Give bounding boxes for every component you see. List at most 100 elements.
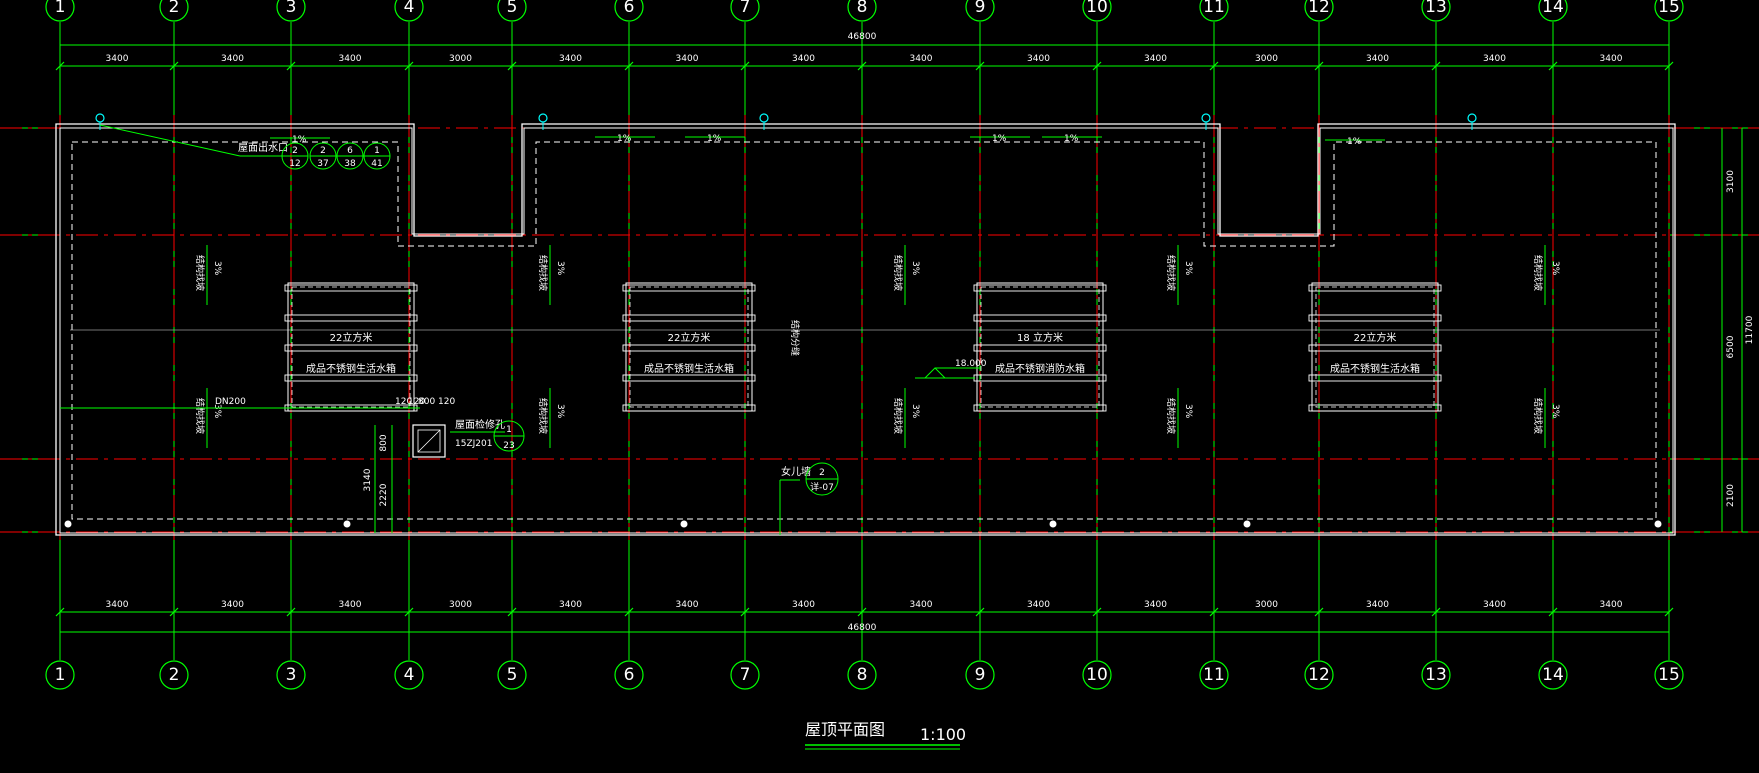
top-span-dim-tick-4	[507, 61, 517, 71]
top-span-dim-value-13: 3400	[1600, 54, 1623, 64]
tank-support-beam-3	[622, 374, 756, 382]
bottom-span-dim-tick-0	[55, 607, 65, 617]
bottom-span-dim-value-8: 3400	[1027, 600, 1050, 610]
axis-label-bottom-8: 8	[857, 665, 868, 685]
top-span-dim-tick-9	[1092, 61, 1102, 71]
outlet-ref-bottom-3: 41	[371, 159, 382, 169]
roof-drain-dot-5	[1654, 520, 1662, 528]
structure-slope-label: 结构找坡	[1532, 398, 1544, 434]
axis-bubble-top-6	[614, 0, 644, 22]
structure-slope-label: 结构找坡	[537, 255, 549, 291]
roof-hatch-ref: 15ZJ201	[455, 439, 492, 449]
roof-outlet-leader	[99, 124, 241, 157]
top-span-dim-tick-2	[286, 61, 296, 71]
axis-bubble-bottom-9	[965, 660, 995, 690]
axis-label-top-14: 14	[1542, 0, 1564, 17]
bottom-span-dim-value-9: 3400	[1144, 600, 1167, 610]
slope-label-0: 1%	[292, 135, 307, 145]
tank-support-beam-0	[973, 284, 1107, 292]
axis-label-top-12: 12	[1308, 0, 1330, 17]
dn-label: DN200	[215, 397, 246, 407]
axis-label-top-11: 11	[1203, 0, 1225, 17]
outlet-ref-bottom-0: 12	[289, 159, 300, 169]
axis-bubble-top-3	[276, 0, 306, 22]
structure-slope-label: 结构找坡	[1532, 255, 1544, 291]
structure-slope-label: 结构找坡	[1165, 398, 1177, 434]
tank-volume: 22立方米	[1354, 331, 1397, 344]
structure-slope-pct: 3%	[212, 261, 222, 276]
structure-slope-pct: 3%	[1550, 261, 1560, 276]
center-label: 结构分缝	[789, 320, 801, 356]
structure-slope-pct: 3%	[555, 261, 565, 276]
top-span-dim-value-11: 3400	[1366, 54, 1389, 64]
axis-bubble-bottom-13	[1421, 660, 1451, 690]
slope-label-1: 1%	[617, 134, 632, 144]
structure-slope-label: 结构找坡	[892, 255, 904, 291]
axis-label-bottom-5: 5	[507, 665, 518, 685]
outlet-ref-top-2: 6	[347, 146, 353, 156]
top-span-dim-tick-13	[1548, 61, 1558, 71]
structure-slope-8: 结构找坡 3%	[1532, 245, 1560, 305]
structure-slope-label: 结构找坡	[537, 398, 549, 434]
tank-name: 成品不锈钢生活水箱	[306, 362, 396, 375]
tank-inner-dashed	[1315, 286, 1435, 408]
top-span-dim-value-7: 3400	[910, 54, 933, 64]
hole-dim-c: 120	[438, 397, 455, 407]
elevation-label: 18.000	[955, 359, 987, 369]
top-span-dim-tick-12	[1431, 61, 1441, 71]
tank-support-beam-2	[622, 344, 756, 352]
slope-label-4: 1%	[1064, 134, 1079, 144]
parapet-dim-label: 120	[395, 397, 412, 407]
tank-volume: 22立方米	[330, 331, 373, 344]
left-dim-1: 2220	[379, 483, 389, 506]
right-dim-value-2: 2100	[1726, 484, 1736, 507]
axis-bubble-bottom-6	[614, 660, 644, 690]
tank-volume: 18 立方米	[1017, 331, 1063, 344]
axis-bubble-top-8	[847, 0, 877, 22]
rain-outlet-icon-2	[759, 113, 769, 123]
structure-slope-7: 结构找坡 3%	[1165, 388, 1193, 448]
axis-bubble-bottom-12	[1304, 660, 1334, 690]
bottom-span-dim-tick-11	[1314, 607, 1324, 617]
top-span-dim-tick-11	[1314, 61, 1324, 71]
bottom-span-dim-value-5: 3400	[676, 600, 699, 610]
structure-slope-pct: 3%	[1183, 404, 1193, 419]
left-dim-2: 3140	[363, 468, 373, 491]
tank-support-beam-2	[284, 344, 418, 352]
parapet-detail-bottom: 详-07	[810, 481, 834, 493]
top-span-dim-value-6: 3400	[792, 54, 815, 64]
bottom-span-dim-tick-6	[740, 607, 750, 617]
structure-slope-label: 结构找坡	[1165, 255, 1177, 291]
hatch-detail-bottom: 23	[503, 441, 514, 451]
axis-label-bottom-4: 4	[404, 665, 415, 685]
structure-slope-pct: 3%	[555, 404, 565, 419]
bottom-span-dim-value-3: 3000	[449, 600, 472, 610]
top-total-dim: 46800	[848, 32, 877, 42]
top-span-dim-value-4: 3400	[559, 54, 582, 64]
top-span-dim-value-12: 3400	[1483, 54, 1506, 64]
roof-hatch-inner	[417, 429, 441, 453]
structure-slope-2: 结构找坡 3%	[537, 245, 565, 305]
axis-label-bottom-15: 15	[1658, 665, 1680, 685]
tank-support-beam-0	[622, 284, 756, 292]
outlet-ref-bottom-1: 37	[317, 159, 328, 169]
top-span-dim-value-0: 3400	[106, 54, 129, 64]
roof-outline	[55, 113, 1676, 536]
tank-support-beam-2	[973, 344, 1107, 352]
structure-slope-3: 结构找坡 3%	[537, 388, 565, 448]
outlet-ref-top-3: 1	[374, 146, 380, 156]
roof-inner-wall	[59, 127, 1674, 534]
tank-name: 成品不锈钢生活水箱	[644, 362, 734, 375]
axis-label-top-3: 3	[286, 0, 297, 17]
outlet-ref-bottom-2: 38	[344, 159, 356, 169]
roof-drain-dot-2	[680, 520, 688, 528]
rain-outlet-icon-0	[95, 113, 105, 123]
top-span-dim-tick-8	[975, 61, 985, 71]
axis-bubble-bottom-4	[394, 660, 424, 690]
bottom-span-dim-value-12: 3400	[1483, 600, 1506, 610]
